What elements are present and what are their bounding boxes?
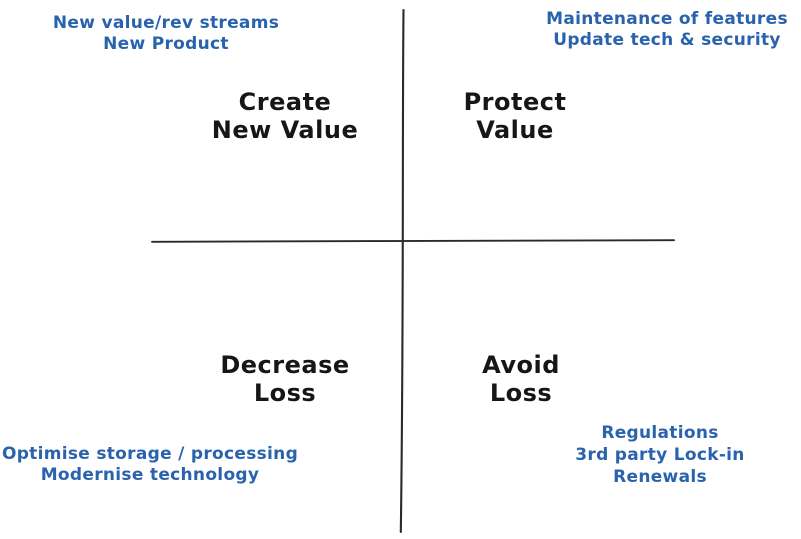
- quadrant-label-line: Loss: [489, 379, 553, 407]
- annotation-top-right: Maintenance of features Update tech & se…: [546, 9, 788, 51]
- annotation-line: Modernise technology: [40, 465, 260, 485]
- quadrant-label-line: Protect: [463, 88, 567, 116]
- annotation-bottom-left: Optimise storage / processing Modernise …: [2, 444, 298, 486]
- horizontal-axis-line: [151, 239, 675, 243]
- annotation-line: Update tech & security: [553, 30, 781, 50]
- quadrant-label-line: Loss: [253, 379, 317, 407]
- quadrant-label-line: Decrease: [220, 351, 350, 379]
- annotation-line: New value/rev streams: [52, 13, 280, 33]
- quadrant-label-line: Avoid: [482, 351, 560, 379]
- annotation-line: New Product: [103, 34, 229, 54]
- annotation-line: Renewals: [613, 467, 707, 487]
- quadrant-label-line: Value: [476, 116, 554, 144]
- annotation-line: Optimise storage / processing: [1, 444, 299, 464]
- quadrant-label-decrease-loss: Decrease Loss: [220, 351, 349, 407]
- quadrant-label-create-new-value: Create New Value: [212, 88, 358, 144]
- annotation-top-left: New value/rev streams New Product: [53, 13, 279, 55]
- quadrant-label-line: New Value: [211, 116, 359, 144]
- annotation-line: Maintenance of features: [546, 9, 788, 29]
- annotation-line: 3rd party Lock-in: [575, 445, 745, 465]
- vertical-axis-line: [399, 8, 405, 534]
- quadrant-label-protect-value: Protect Value: [464, 88, 567, 144]
- annotation-line: Regulations: [601, 423, 719, 443]
- quadrant-label-line: Create: [238, 88, 332, 116]
- quadrant-label-avoid-loss: Avoid Loss: [482, 351, 560, 407]
- annotation-bottom-right: Regulations 3rd party Lock-in Renewals: [575, 422, 744, 488]
